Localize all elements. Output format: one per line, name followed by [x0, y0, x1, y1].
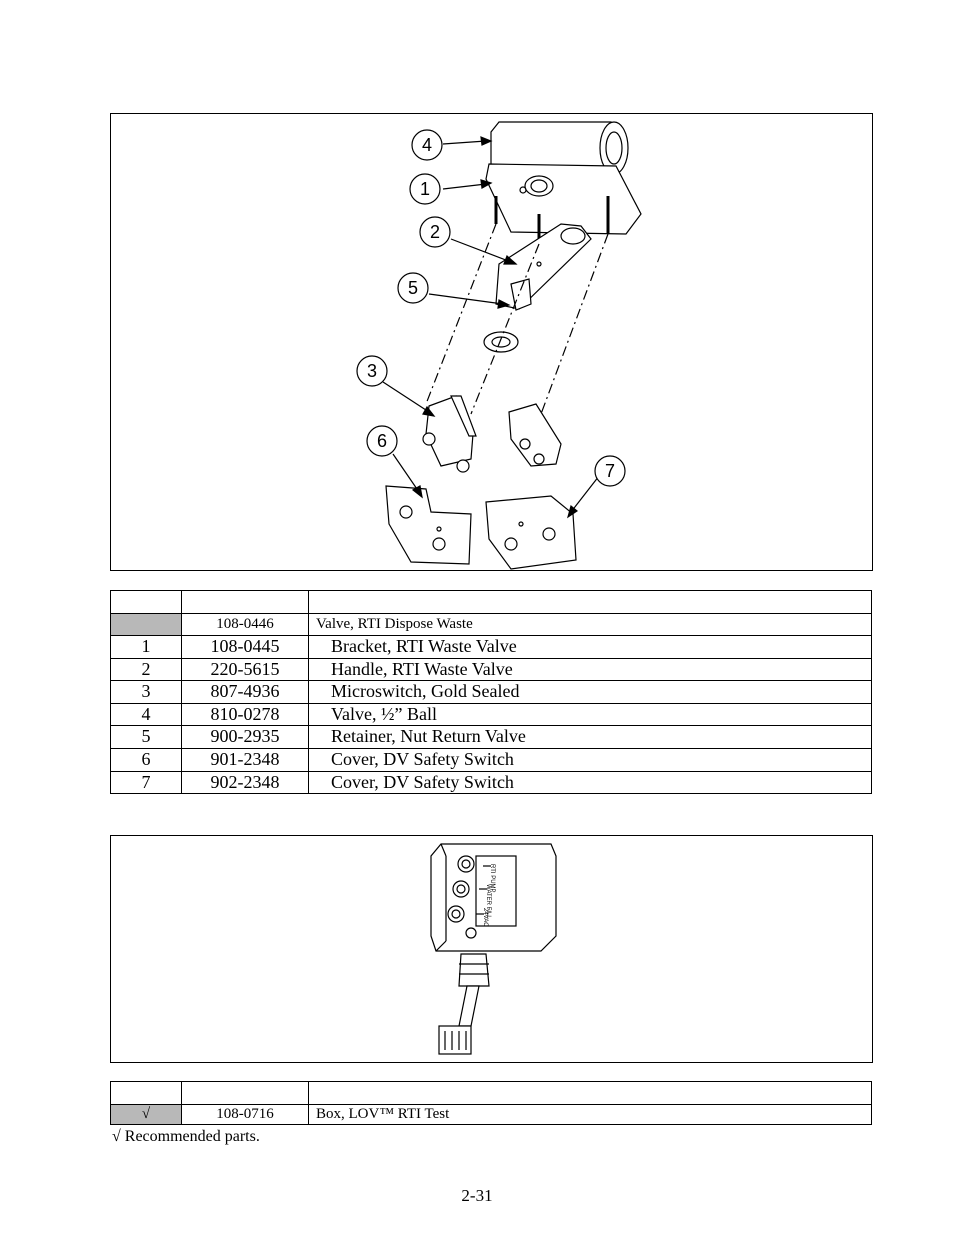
callout-4 [411, 129, 443, 161]
callout-label: 4 [422, 135, 432, 155]
description-cell: Valve, RTI Dispose Waste [308, 613, 872, 636]
part-number-cell: 810-0278 [181, 702, 309, 727]
header-cell [110, 590, 182, 614]
callout-7 [594, 455, 626, 487]
description-cell: Bracket, RTI Waste Valve [308, 635, 872, 659]
table-header-row [110, 590, 872, 614]
table-row: 7 902-2348 Cover, DV Safety Switch [110, 770, 872, 795]
page-number: 2-31 [461, 1186, 493, 1205]
callout-label: 2 [430, 222, 440, 242]
figure-waste-valve: 4 1 2 5 3 6 7 [110, 113, 873, 571]
assembly-row: 108-0446 Valve, RTI Dispose Waste [110, 613, 872, 636]
part-number-cell: 108-0446 [181, 613, 309, 636]
header-cell [181, 1081, 309, 1105]
callout-3 [356, 355, 388, 387]
callout-label: 1 [420, 179, 430, 199]
callout-2 [419, 216, 451, 248]
item-cell: 1 [110, 635, 182, 659]
table-row: 6 901-2348 Cover, DV Safety Switch [110, 747, 872, 772]
description-cell: Retainer, Nut Return Valve [308, 725, 872, 749]
description-cell: Box, LOV™ RTI Test [308, 1104, 872, 1125]
header-cell [308, 1081, 872, 1105]
table-row: 1 108-0445 Bracket, RTI Waste Valve [110, 635, 872, 659]
header-cell [308, 590, 872, 614]
figure-test-box: RTI PUMP WATER FILL 24VAC [110, 835, 873, 1063]
header-cell [181, 590, 309, 614]
test-box-drawing: RTI PUMP WATER FILL 24VAC [430, 843, 557, 1055]
description-cell: Cover, DV Safety Switch [308, 747, 872, 772]
table-row: 3 807-4936 Microswitch, Gold Sealed [110, 680, 872, 704]
callout-1 [409, 173, 441, 205]
table-row: 5 900-2935 Retainer, Nut Return Valve [110, 725, 872, 749]
callout-6 [366, 425, 398, 457]
box-label-rti-pump: RTI PUMP [489, 864, 495, 893]
description-cell: Cover, DV Safety Switch [308, 770, 872, 795]
part-number-cell: 900-2935 [181, 725, 309, 749]
part-number-cell: 901-2348 [181, 747, 309, 772]
part-number-cell: 220-5615 [181, 657, 309, 682]
parts-table-test-box: √ 108-0716 Box, LOV™ RTI Test [110, 1081, 872, 1125]
part-number-cell: 807-4936 [181, 680, 309, 704]
box-label-water-fill: WATER FILL [485, 884, 491, 919]
item-cell: 3 [110, 680, 182, 704]
item-cell: 4 [110, 702, 182, 727]
box-label-24vac: 24VAC [482, 908, 488, 927]
part-number-cell: 108-0445 [181, 635, 309, 659]
waste-valve-drawing: 4 1 2 5 3 6 7 [356, 121, 642, 570]
item-cell: 6 [110, 747, 182, 772]
item-cell: 5 [110, 725, 182, 749]
item-cell [110, 613, 182, 636]
recommended-parts-note: √ Recommended parts. [112, 1128, 260, 1145]
description-cell: Microswitch, Gold Sealed [308, 680, 872, 704]
callout-label: 5 [408, 278, 418, 298]
header-cell [110, 1081, 182, 1105]
callout-label: 3 [367, 361, 377, 381]
callout-label: 6 [377, 431, 387, 451]
description-cell: Handle, RTI Waste Valve [308, 657, 872, 682]
item-cell: √ [110, 1104, 182, 1125]
item-cell: 7 [110, 770, 182, 795]
parts-table-waste-valve: 108-0446 Valve, RTI Dispose Waste 1 108-… [110, 590, 872, 795]
part-number-cell: 108-0716 [181, 1104, 309, 1125]
item-cell: 2 [110, 657, 182, 682]
table-header-row [110, 1081, 872, 1105]
part-number-cell: 902-2348 [181, 770, 309, 795]
description-cell: Valve, ½” Ball [308, 702, 872, 727]
callout-label: 7 [605, 461, 615, 481]
callout-5 [397, 272, 429, 304]
table-row: 2 220-5615 Handle, RTI Waste Valve [110, 657, 872, 682]
table-row: 4 810-0278 Valve, ½” Ball [110, 702, 872, 727]
assembly-row: √ 108-0716 Box, LOV™ RTI Test [110, 1104, 872, 1125]
